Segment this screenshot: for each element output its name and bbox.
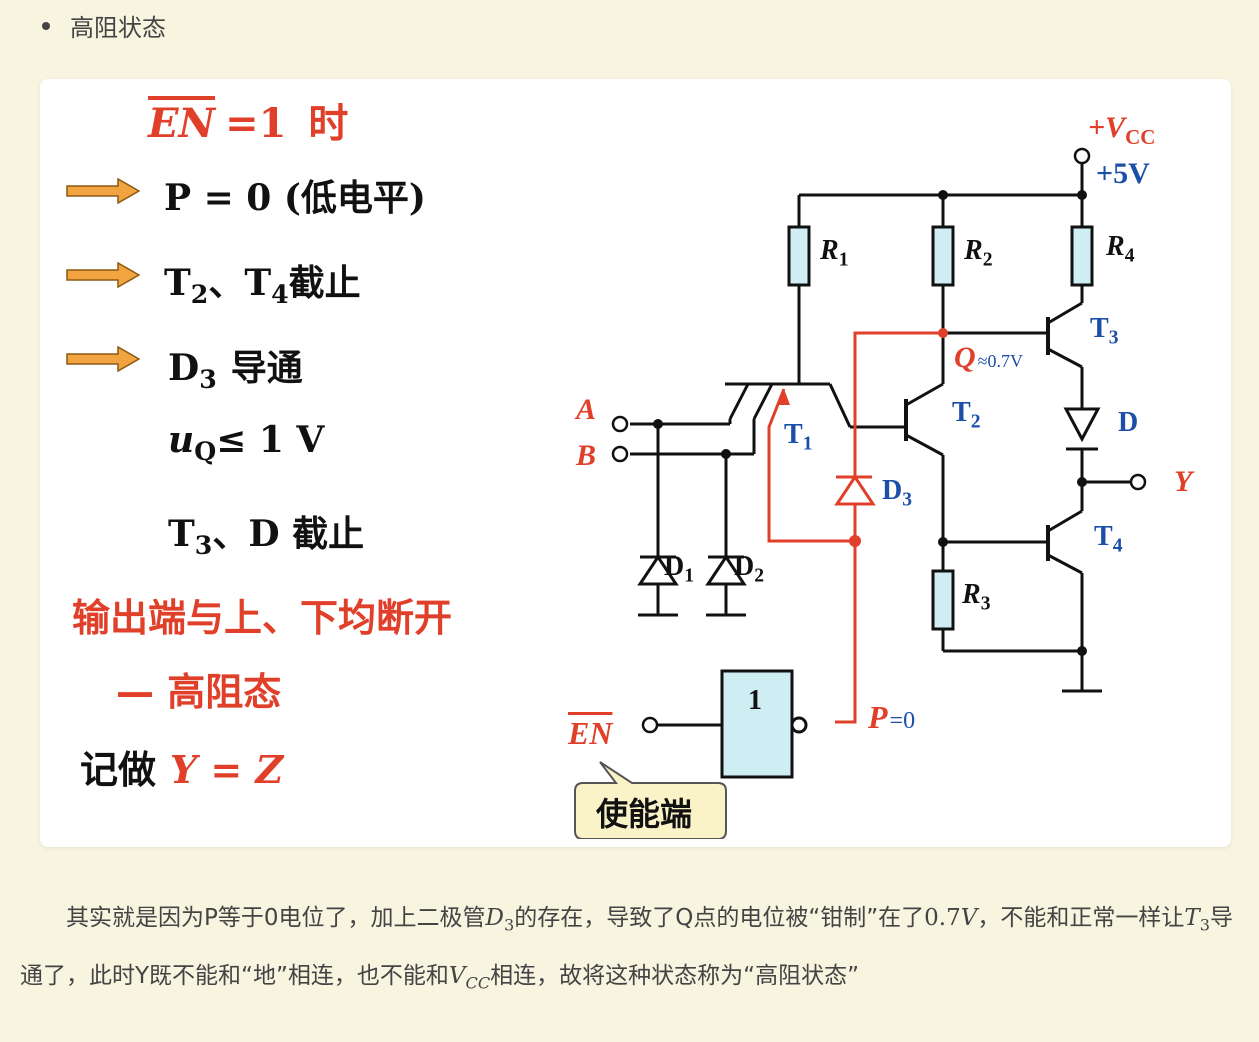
y-label: Y <box>1174 465 1193 498</box>
d1-label: D1 <box>664 551 695 587</box>
cutoff-text: 截止 <box>288 263 361 304</box>
line-uq: uQ≤ 1 V <box>168 419 324 466</box>
vcc-label: +VCC <box>1088 111 1156 149</box>
bullet-dot <box>42 21 50 30</box>
para-text-5: 相连，故将这种状态称为“高阻状态” <box>490 962 859 989</box>
r2-label: R2 <box>964 235 993 271</box>
t1-label: T1 <box>784 419 813 455</box>
t2-sub: 2 <box>190 279 209 310</box>
t4-label: T4 <box>1094 521 1123 557</box>
t4-letter: 、T <box>208 262 272 304</box>
conduct-text: 导通 <box>230 348 303 389</box>
t3-letter: T <box>168 513 195 555</box>
a-label: A <box>576 393 597 426</box>
t2-letter: T <box>164 262 191 304</box>
uq-sub: Q <box>194 436 217 467</box>
para-math-07v: 0.7V <box>924 905 978 931</box>
line-d3: D3 导通 <box>168 339 303 394</box>
t4-sub: 4 <box>271 279 289 310</box>
y-eq-z: Y = Z <box>170 747 284 792</box>
para-math-t3: T3 <box>1184 905 1210 935</box>
r3-label: R3 <box>962 579 991 615</box>
para-math-d3: D3 <box>485 905 515 935</box>
line-output-disconnect: 输出端与上、下均断开 <box>72 596 453 640</box>
para-text-1: 其实就是因为P等于0电位了，加上二极管 <box>66 905 486 931</box>
arrow-icon <box>66 178 140 204</box>
line-t2t4: T2、T4截止 <box>164 254 361 309</box>
d-label: D <box>1118 407 1139 438</box>
d3-label: D3 <box>882 475 913 511</box>
q-note: ≈0.7V <box>977 351 1024 371</box>
en-input-label: EN <box>568 715 613 751</box>
t3-sub: 3 <box>194 530 213 561</box>
enable-callout: 使能端 <box>596 795 693 833</box>
arrow-icon <box>66 346 140 372</box>
line-p0: P = 0 (低电平) <box>164 177 426 219</box>
t3d-text: 、D 截止 <box>212 513 365 555</box>
d3-letter: D <box>168 347 200 389</box>
uq-letter: u <box>168 419 195 461</box>
gate-label: 1 <box>748 685 762 716</box>
en-label: EN <box>148 100 216 147</box>
r4-label: R4 <box>1106 231 1135 267</box>
bullet-item: 高阻状态 <box>42 8 166 43</box>
t2-label: T2 <box>952 397 981 433</box>
para-text-2: 的存在，导致了Q点的电位被“钳制”在了 <box>514 905 925 931</box>
explanation-paragraph: 其实就是因为P等于0电位了，加上二极管D3的存在，导致了Q点的电位被“钳制”在了… <box>20 893 1242 1008</box>
line-high-z: — 高阻态 <box>116 670 282 714</box>
circuit-diagram <box>574 147 1147 839</box>
d2-label: D2 <box>734 551 765 587</box>
p-note: =0 <box>889 708 916 734</box>
uq-value: ≤ 1 V <box>216 419 325 461</box>
d3-sub: 3 <box>199 364 217 395</box>
bullet-text: 高阻状态 <box>70 14 166 42</box>
record-text: 记做 <box>80 748 157 792</box>
en-eq: =1 <box>225 100 287 147</box>
p-label: P=0 <box>868 699 916 735</box>
para-text-3: ，不能和正常一样让 <box>977 905 1185 931</box>
line-t3d: T3、D 截止 <box>168 505 364 560</box>
line-record: 记做 Y = Z <box>80 739 283 794</box>
v5-label: +5V <box>1096 157 1150 190</box>
para-text-4: 导通了，此时Y既不能和“地”相连，也不能和 <box>20 905 1233 989</box>
para-math-vcc: VCC <box>448 962 491 993</box>
r1-label: R1 <box>820 235 849 271</box>
arrow-icon <box>66 262 140 288</box>
en-condition: EN=1 时 <box>148 91 348 149</box>
t3-label: T3 <box>1090 313 1119 349</box>
en-shi: 时 <box>308 101 349 147</box>
b-label: B <box>576 439 597 472</box>
q-label: Q≈0.7V <box>954 341 1024 374</box>
